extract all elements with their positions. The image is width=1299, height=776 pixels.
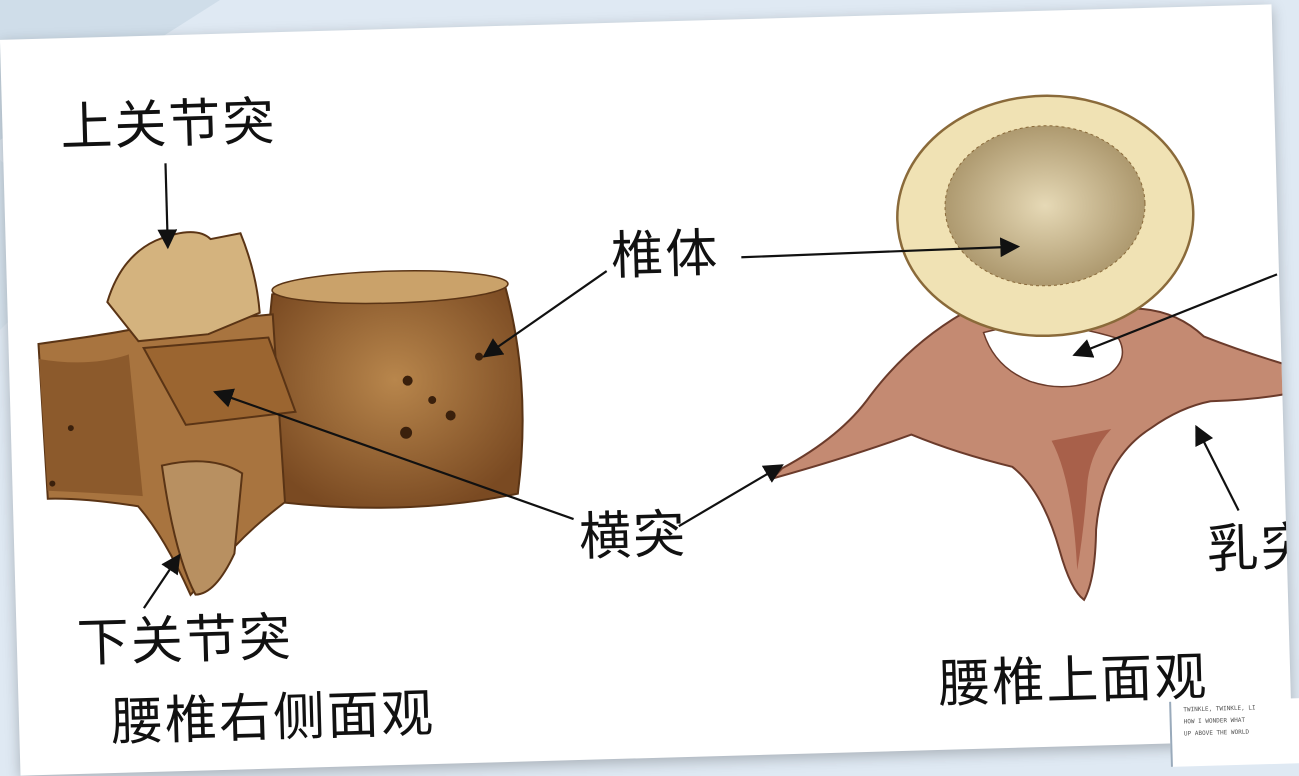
inferior-articular-process-shape <box>162 460 246 596</box>
vertebral-body-lateral <box>265 272 525 511</box>
anatomy-figure-card: 上关节突 椎体 横突 下关节突 乳突 腰椎右侧面观 腰椎上面观 <box>0 4 1292 775</box>
arrow-transverse-right <box>677 465 784 526</box>
label-superior-articular-process: 上关节突 <box>60 96 277 154</box>
label-transverse-process: 横突 <box>578 509 687 564</box>
arrow-inferior-articular <box>142 555 180 608</box>
corner-note-decoration: TWINKLE, TWINKLE, LI HOW I WONDER WHAT U… <box>1169 698 1299 767</box>
caption-lateral-view: 腰椎右侧面观 <box>110 688 435 749</box>
label-mammillary-process: 乳突 <box>1206 521 1292 576</box>
label-vertebral-body: 椎体 <box>611 228 720 283</box>
lateral-view-drawing <box>35 223 527 599</box>
label-inferior-articular-process: 下关节突 <box>76 612 293 670</box>
arrow-superior-articular <box>165 163 167 247</box>
arrow-mammillary <box>1196 426 1238 512</box>
